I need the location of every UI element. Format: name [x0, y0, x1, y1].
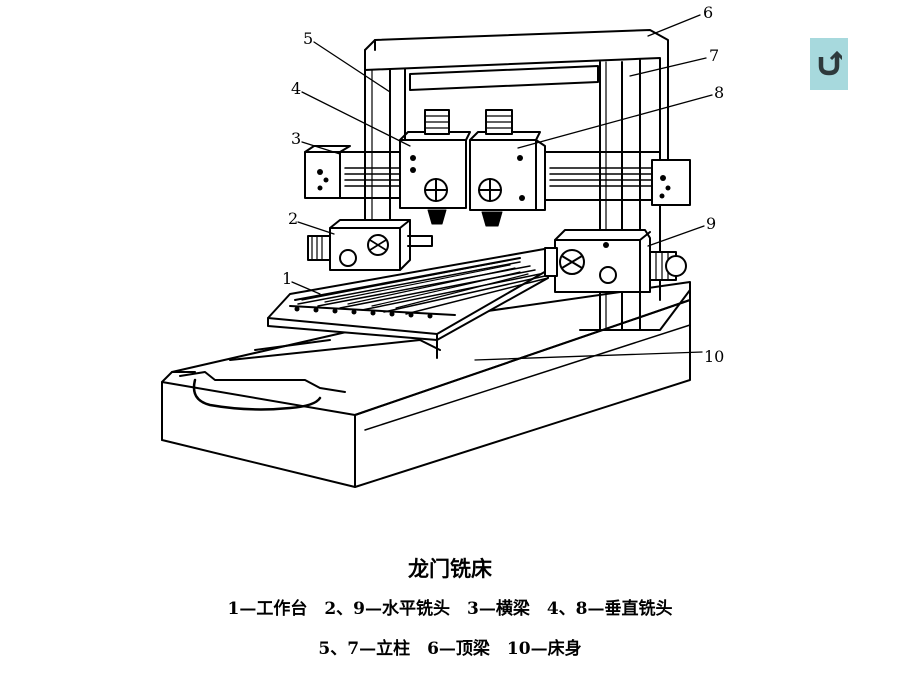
- horizontal-milling-head-left: [307, 219, 433, 271]
- callout-numbers: 1 2 3 4 5 6 7 8 9 10: [282, 3, 724, 366]
- callout-7: 7: [709, 46, 719, 65]
- legend-line-1: 1—工作台 2、9—水平铣头 3—横梁 4、8—垂直铣头: [227, 599, 673, 619]
- return-button[interactable]: [810, 38, 848, 90]
- callout-6: 6: [703, 3, 713, 22]
- leader-lines: [291, 14, 713, 361]
- callout-2: 2: [288, 209, 298, 228]
- vertical-milling-head-right: [469, 109, 546, 227]
- callout-9: 9: [706, 214, 716, 233]
- horizontal-milling-head-right: [544, 229, 687, 293]
- legend-line-2: 5、7—立柱 6—顶梁 10—床身: [318, 639, 582, 659]
- callout-8: 8: [714, 83, 724, 102]
- callout-4: 4: [291, 79, 301, 98]
- callout-1: 1: [282, 269, 292, 288]
- bed: [161, 281, 691, 488]
- gantry-milling-machine-diagram: 1 2 3 4 5 6 7 8 9 10: [161, 3, 724, 488]
- cross-rail: [304, 145, 691, 206]
- callout-3: 3: [291, 129, 301, 148]
- undo-icon: [818, 51, 842, 76]
- callout-5: 5: [303, 29, 313, 48]
- figure-title: 龙门铣床: [408, 557, 492, 581]
- vertical-milling-head-left: [399, 109, 471, 225]
- callout-10: 10: [704, 347, 724, 366]
- worktable: [267, 247, 551, 359]
